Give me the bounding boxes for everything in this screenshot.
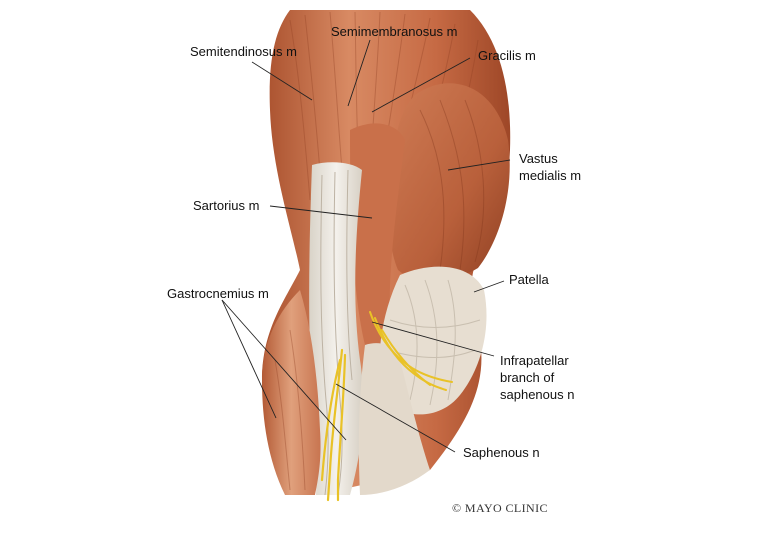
label-sartorius: Sartorius m — [193, 198, 260, 213]
vastus-medialis-muscle — [387, 83, 510, 282]
sartorius-muscle — [350, 123, 405, 345]
label-vastus-line2: medialis m — [519, 168, 582, 183]
gastrocnemius-muscle — [262, 290, 321, 495]
label-saphenous: Saphenous n — [463, 445, 540, 460]
knee-capsule — [358, 343, 430, 495]
tendon-band — [309, 162, 364, 495]
calf-fibers — [274, 329, 306, 491]
label-infrapatellar-line2: branch of — [500, 370, 555, 385]
patella-region — [379, 266, 487, 415]
label-infrapatellar-line1: Infrapatellar — [500, 353, 569, 368]
vastus-fibers — [419, 99, 485, 271]
label-patella: Patella — [509, 272, 549, 287]
tendon-fibers — [320, 169, 353, 496]
label-gastrocnemius: Gastrocnemius m — [167, 286, 269, 301]
label-semimembranosus: Semimembranosus m — [331, 24, 458, 39]
patella-ligament-fibers — [387, 279, 481, 406]
label-gracilis: Gracilis m — [478, 48, 536, 63]
leader-lines — [221, 39, 511, 453]
label-vastus-line1: Vastus — [519, 151, 558, 166]
infrapatellar-branch-nerve — [369, 311, 453, 391]
label-semitendinosus: Semitendinosus m — [190, 44, 297, 59]
label-infrapatellar-line3: saphenous n — [500, 387, 575, 402]
copyright-notice: © MAYO CLINIC — [452, 501, 548, 515]
